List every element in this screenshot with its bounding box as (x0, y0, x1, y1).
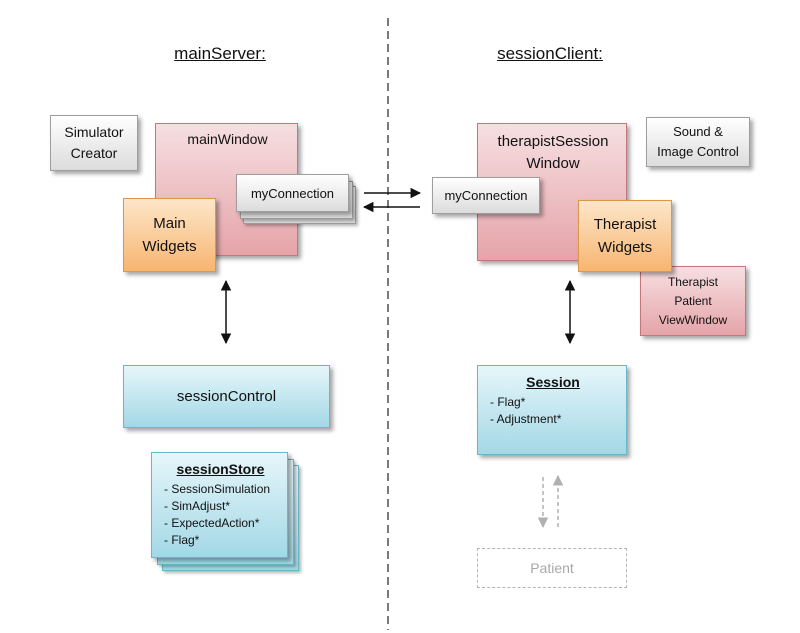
main-window-label: mainWindow (187, 131, 268, 147)
list-item: - SimAdjust* (164, 499, 231, 513)
session-title: Session (526, 374, 580, 390)
simulator-creator-box: Simulator Creator (50, 115, 138, 171)
session-list: - Flag* - Adjustment* (490, 394, 561, 428)
session-control-box: sessionControl (123, 365, 330, 428)
session-box: Session - Flag* - Adjustment* (477, 365, 627, 455)
list-item: - ExpectedAction* (164, 516, 260, 530)
my-connection-server-box: myConnection (236, 174, 349, 212)
session-store-list: - SessionSimulation - SimAdjust* - Expec… (164, 481, 270, 549)
my-connection-client-box: myConnection (432, 177, 540, 214)
list-item: - Flag* (490, 395, 526, 409)
list-item: - Adjustment* (490, 412, 562, 426)
therapist-patient-view-window-box: Therapist Patient ViewWindow (640, 266, 746, 336)
list-item: - SessionSimulation (164, 482, 271, 496)
session-store-title: sessionStore (176, 461, 265, 477)
session-store-box: sessionStore - SessionSimulation - SimAd… (151, 452, 288, 558)
list-item: - Flag* (164, 533, 200, 547)
sound-image-control-box: Sound & Image Control (646, 117, 750, 167)
session-client-title: sessionClient: (497, 44, 603, 63)
patient-box: Patient (477, 548, 627, 588)
main-server-title: mainServer: (174, 44, 266, 63)
main-widgets-box: Main Widgets (123, 198, 216, 272)
therapist-session-window-label: therapistSession Window (497, 133, 609, 172)
therapist-widgets-box: Therapist Widgets (578, 200, 672, 272)
